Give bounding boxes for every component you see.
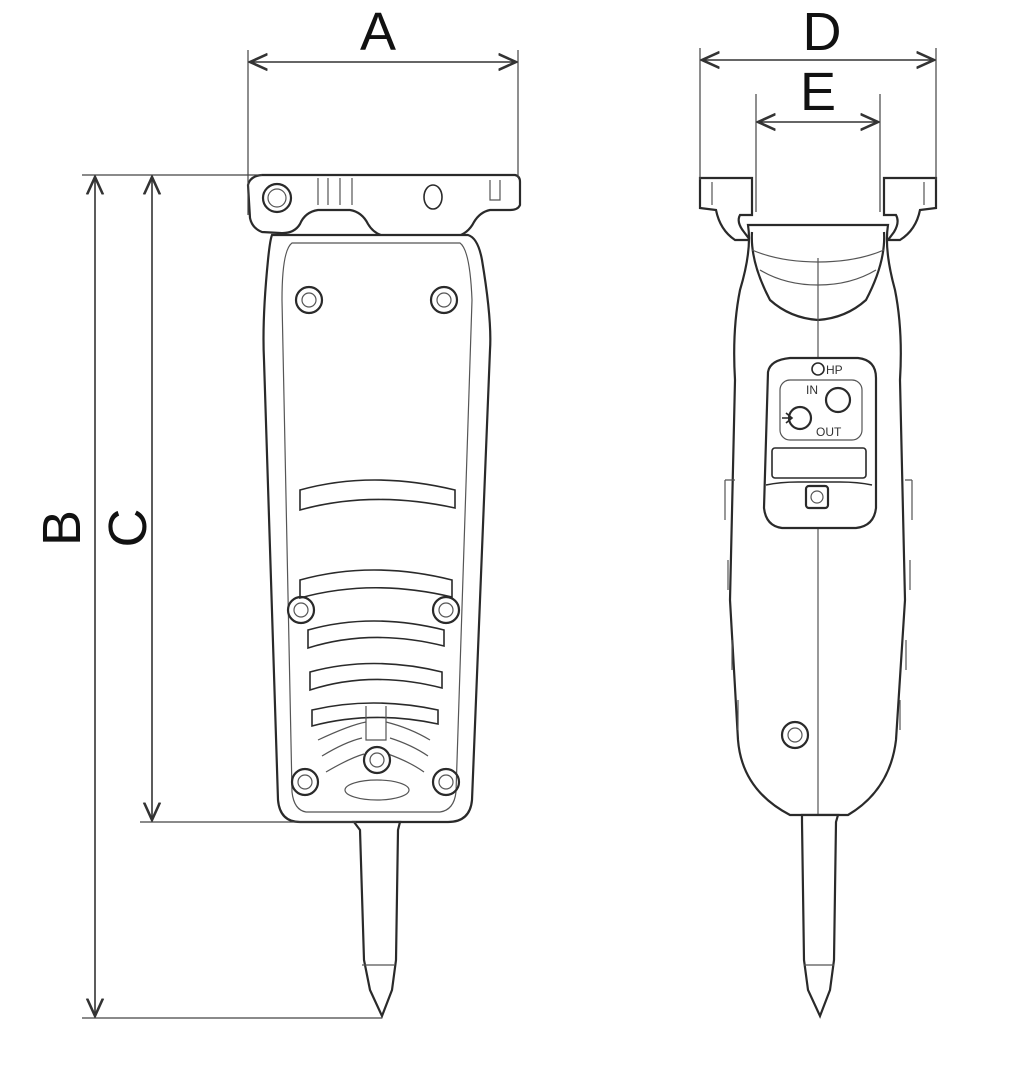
dimension-c-label: C <box>98 509 158 548</box>
front-bolt-top-right <box>429 285 459 315</box>
front-chisel <box>351 820 402 1019</box>
front-bolt-mid-right <box>431 595 461 625</box>
front-view <box>246 173 522 1019</box>
side-port-in: IN <box>806 383 852 414</box>
front-plate-notch <box>489 180 501 201</box>
front-bolt-top-left <box>294 285 324 315</box>
port-label-hp: HP <box>826 363 843 377</box>
front-plate-hole-left-inner <box>267 188 287 208</box>
side-housing <box>728 223 907 817</box>
side-bracket-left <box>698 176 754 242</box>
front-plate-slot <box>317 178 353 205</box>
side-port-out: OUT <box>782 405 842 439</box>
dimension-e-label: E <box>800 62 836 122</box>
side-port-block <box>762 356 878 530</box>
dimension-b-label: B <box>32 510 92 546</box>
front-housing <box>262 233 492 824</box>
front-plate-hole-right <box>423 184 443 210</box>
side-bolt <box>780 720 810 750</box>
dimension-lines <box>82 48 937 1019</box>
front-ribs <box>299 479 456 773</box>
front-bolt-mid-left <box>286 595 316 625</box>
front-housing-inner-outline <box>281 242 473 813</box>
front-bolt-bottom-right <box>431 767 461 797</box>
front-plate-hole-left <box>261 182 293 214</box>
side-chisel <box>800 813 840 1019</box>
side-port-hp: HP <box>811 362 843 377</box>
side-view: HP IN OUT <box>698 176 938 1019</box>
front-chisel-collar <box>344 779 410 801</box>
side-bracket-right <box>882 176 938 242</box>
port-label-in: IN <box>806 383 818 397</box>
port-label-out: OUT <box>816 425 842 439</box>
front-bolt-bottom-center <box>362 745 392 775</box>
front-bolt-bottom-left <box>290 767 320 797</box>
dimension-d-label: D <box>803 2 842 62</box>
dimension-a-label: A <box>360 2 396 62</box>
